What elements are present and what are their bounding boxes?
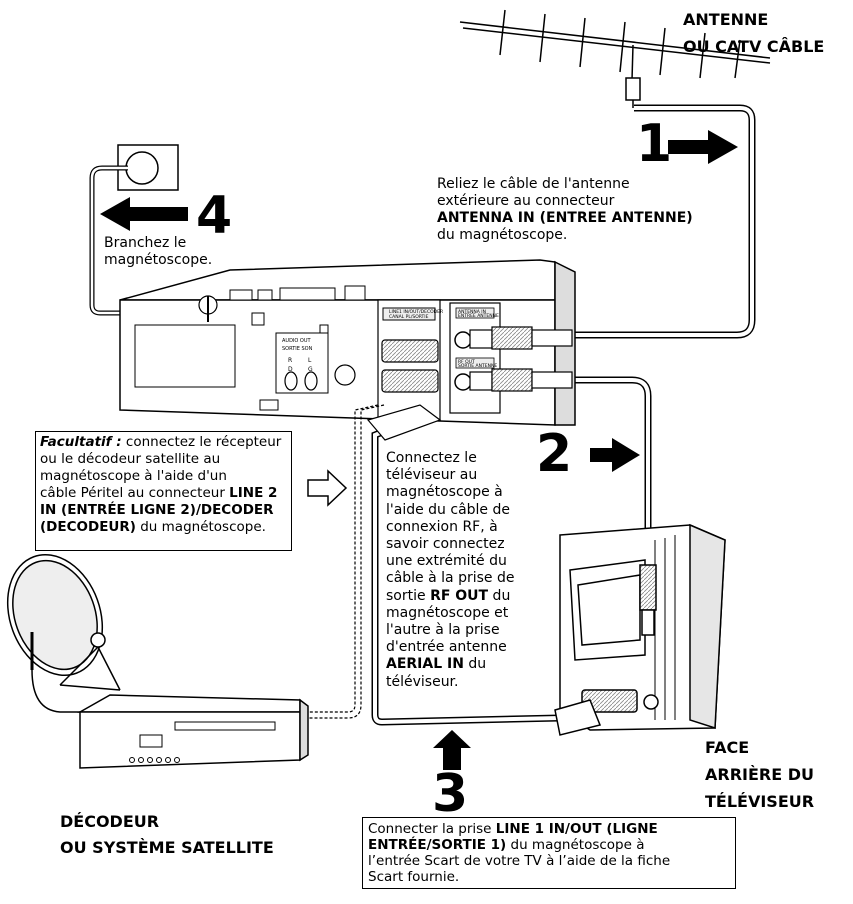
step-4-arrow — [100, 197, 188, 231]
rf-cable — [570, 376, 652, 565]
rf-out-label-2: SORTIE ANTENNE — [458, 363, 497, 369]
text-span: Connectez le — [386, 450, 477, 466]
text-span: du magnétoscope. — [135, 519, 266, 535]
line-in-out-label-2: CANAL PL/SORTIE — [389, 314, 429, 320]
audio-l-label: L — [308, 357, 312, 364]
text-span: connectez le récepteur — [121, 434, 282, 450]
bold-text-span: (DECODEUR) — [40, 519, 136, 535]
rf-out-plug — [469, 368, 573, 392]
antenna-icon — [459, 9, 771, 108]
tv-rear-icon — [554, 523, 726, 736]
decoder-box-icon — [77, 694, 309, 769]
text-span: du magnétoscope. — [437, 227, 568, 243]
text-span: extérieure au connecteur — [437, 193, 615, 209]
text-span: une extrémité du — [386, 553, 507, 570]
bold-text-span: AERIAL IN — [386, 656, 464, 673]
tv-back-heading-line3: TÉLÉVISEUR — [705, 792, 815, 811]
decoder-scart-cable — [300, 404, 385, 719]
bold-text-span: IN (ENTRÉE LIGNE 2)/DECODER — [40, 502, 274, 518]
antenna-in-label-2: ENTREE ANTENNE — [458, 313, 499, 319]
antenna-heading-line1: ANTENNE — [683, 10, 769, 29]
antenna-in-plug — [469, 326, 573, 350]
text-span: savoir connectez — [386, 536, 505, 553]
bold-text-span: LINE 1 IN/OUT (LIGNE — [495, 821, 658, 837]
antenna-heading-line2: OU CATV CÂBLE — [683, 37, 825, 56]
decoder-heading-line2: OU SYSTÈME SATELLITE — [60, 838, 274, 857]
antenna-cable — [570, 104, 756, 339]
text-span: câble Péritel au connecteur — [40, 485, 230, 501]
scart-cable — [366, 404, 561, 726]
text-span: l’entrée Scart de votre TV à l’aide de l… — [368, 853, 671, 869]
audio-d-label: D — [288, 366, 293, 373]
satellite-dish-icon — [6, 553, 121, 713]
audio-g-label: G — [308, 366, 313, 373]
text-span: téléviseur. — [386, 673, 459, 690]
text-span: Reliez le câble de l'antenne — [437, 176, 630, 192]
text-span: l'aide du câble de — [386, 501, 510, 518]
text-span: magnétoscope. — [104, 252, 213, 268]
step-3-number: 3 — [432, 764, 469, 824]
text-span: Scart fournie. — [368, 869, 460, 885]
decoder-heading-line1: DÉCODEUR — [60, 812, 160, 831]
optional-arrow — [307, 469, 348, 507]
rf-out-label: RF OUT — [458, 359, 475, 365]
text-span: Connecter la prise — [368, 821, 496, 837]
text-span: sortie — [386, 587, 431, 604]
text-span: magnétoscope et — [386, 604, 509, 621]
text-span: magnétoscope à — [386, 484, 503, 501]
antenna-in-label: ANTENNA IN — [458, 309, 486, 315]
text-span: l'autre à la prise — [386, 622, 500, 639]
text-span: du — [488, 587, 511, 604]
text-span: du magnétoscope à — [506, 837, 645, 853]
step-2-arrow — [590, 438, 640, 472]
text-span: connexion RF, à — [386, 518, 498, 535]
tv-back-heading-line1: FACE — [705, 738, 750, 757]
text-span: magnétoscope à l'aide d'un — [40, 468, 227, 484]
text-span: d'entrée antenne — [386, 639, 507, 656]
audio-out-label: AUDIO OUT — [282, 338, 312, 344]
optional-note-prefix: Facultatif : — [40, 434, 122, 450]
step-4-number: 4 — [196, 186, 233, 246]
step-1-arrow — [668, 130, 738, 164]
step-1-number: 1 — [636, 114, 673, 174]
bold-text-span: LINE 2 — [229, 485, 278, 501]
line-in-out-label: LINE1 IN/OUT/DECODER — [389, 309, 443, 315]
bold-text-span: RF OUT — [430, 587, 489, 604]
audio-r-label: R — [288, 357, 292, 364]
bold-text-span: ENTRÉE/SORTIE 1) — [368, 837, 507, 853]
sortie-son-label: SORTIE SON — [282, 346, 313, 352]
tv-back-heading-line2: ARRIÈRE DU — [705, 765, 814, 784]
text-span: ou le décodeur satellite au — [40, 451, 221, 467]
text-span: câble à la prise de — [386, 570, 515, 587]
text-span: du — [463, 656, 487, 673]
text-span: téléviseur au — [386, 467, 478, 484]
step-3-arrow — [433, 730, 471, 770]
bold-text-span: ANTENNA IN (ENTREE ANTENNE) — [437, 210, 693, 226]
step-2-number: 2 — [536, 424, 573, 484]
text-span: Branchez le — [104, 235, 187, 251]
